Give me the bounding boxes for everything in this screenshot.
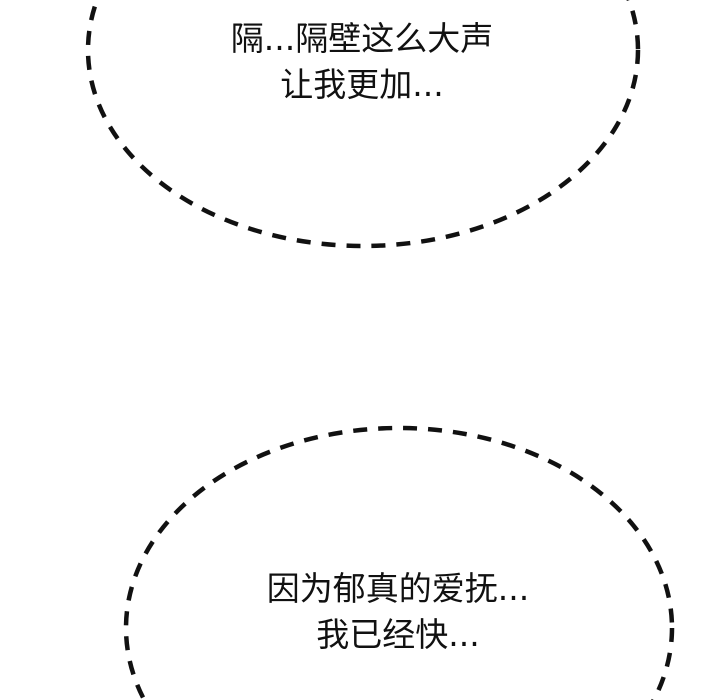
thought-bubble-text-1: 隔...隔壁这么大声 让我更加... bbox=[162, 16, 562, 108]
bubble-1-line-1: 隔...隔壁这么大声 bbox=[230, 19, 494, 58]
bubble-1-line-2: 让我更加... bbox=[280, 65, 444, 104]
thought-bubble-outline-2 bbox=[123, 425, 675, 700]
thought-bubble-text-2: 因为郁真的爱抚... 我已经快... bbox=[198, 566, 598, 658]
bubble-2-line-1: 因为郁真的爱抚... bbox=[266, 569, 530, 608]
bubble-2-line-2: 我已经快... bbox=[316, 615, 480, 654]
thought-bubble-outline-1 bbox=[85, 0, 641, 249]
